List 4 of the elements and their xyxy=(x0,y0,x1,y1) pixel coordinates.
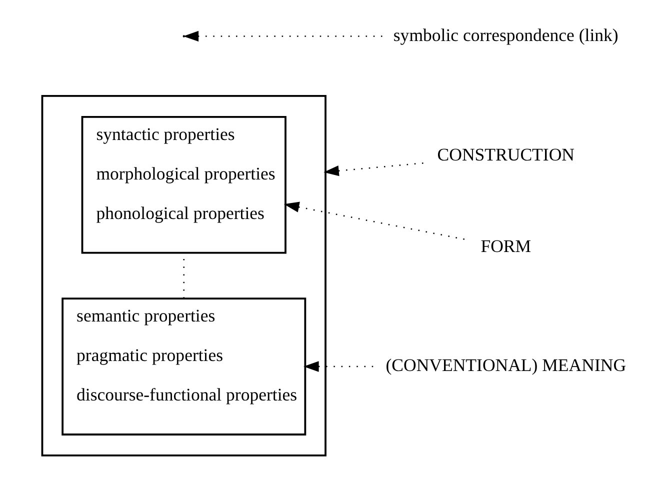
node-text: symbolic correspondence (link) xyxy=(392,24,618,45)
node-text: FORM xyxy=(480,236,531,256)
node-text: (CONVENTIONAL) MEANING xyxy=(385,355,626,376)
node-text: CONSTRUCTION xyxy=(436,144,574,164)
